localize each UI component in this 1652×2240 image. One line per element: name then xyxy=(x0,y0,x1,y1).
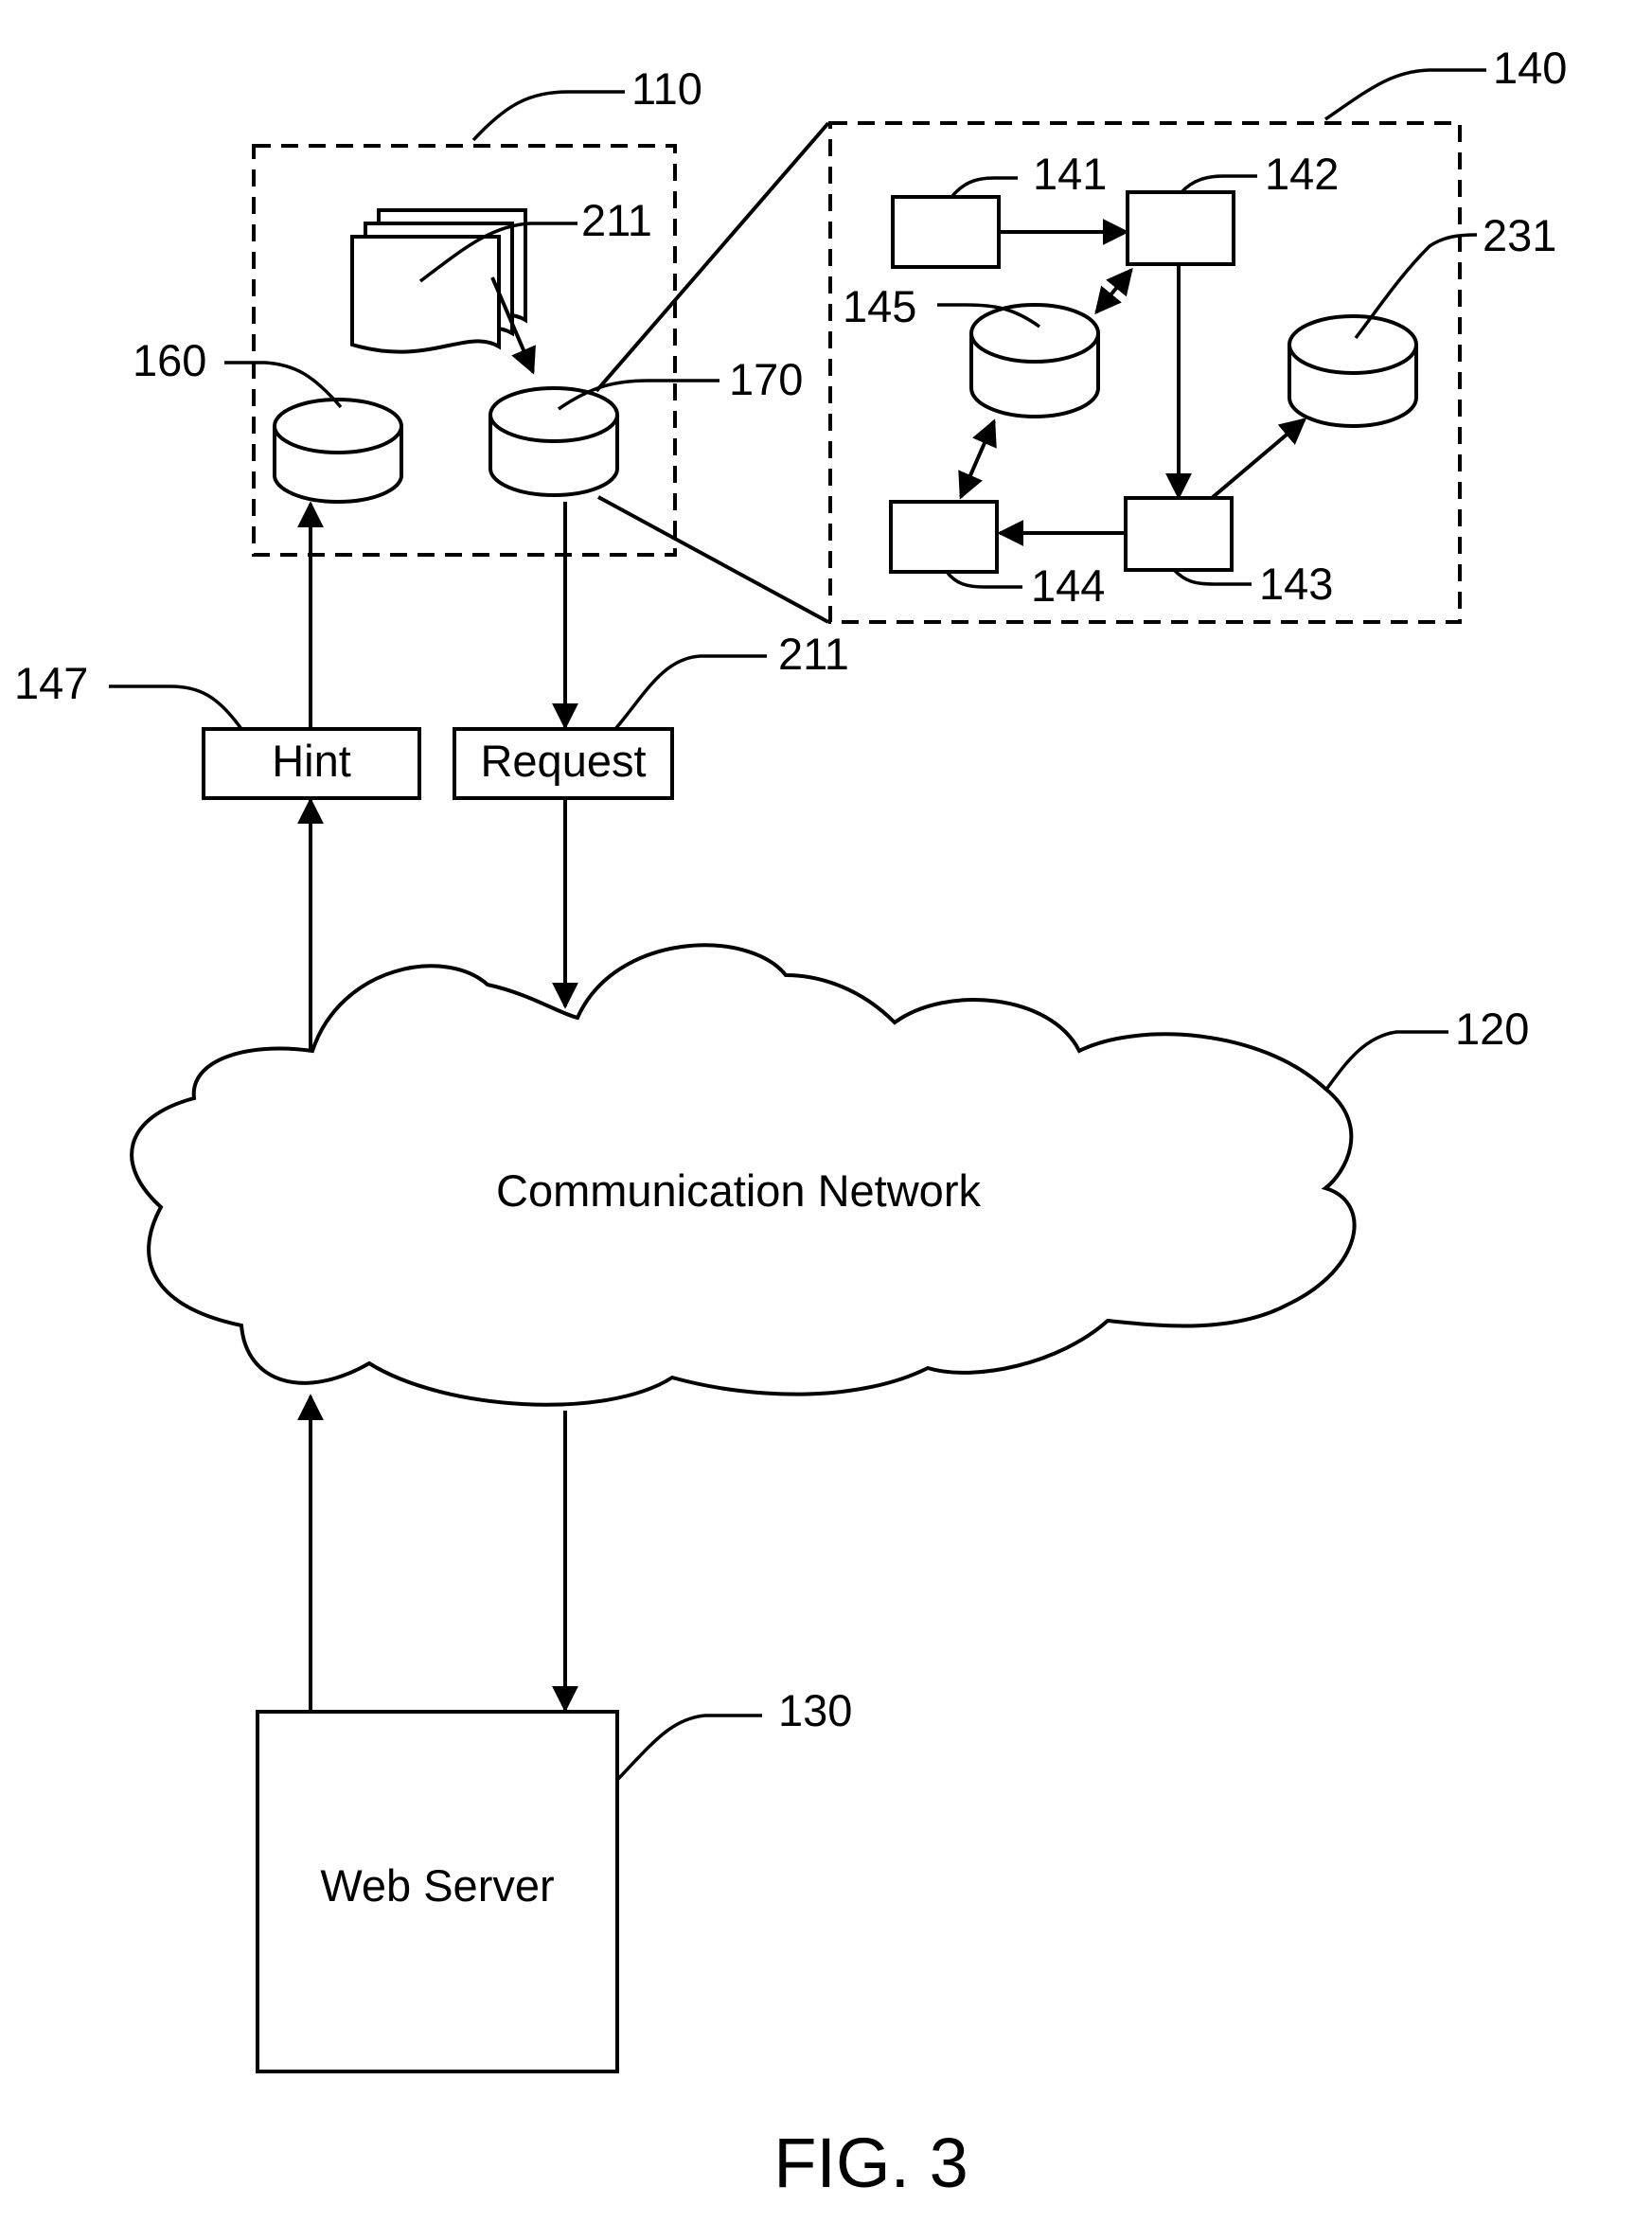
ref-120: 120 xyxy=(1455,1004,1529,1054)
component-143 xyxy=(1126,498,1232,570)
ref-147: 147 xyxy=(14,658,88,708)
leader-141 xyxy=(951,178,1018,197)
ref-144: 144 xyxy=(1031,560,1105,611)
ref-130: 130 xyxy=(778,1685,852,1735)
component-144 xyxy=(891,502,997,572)
component-141 xyxy=(893,197,999,267)
ref-231: 231 xyxy=(1483,210,1556,260)
leader-142 xyxy=(1181,176,1257,192)
ref-211-doc: 211 xyxy=(581,195,652,245)
arrow-143-to-231 xyxy=(1212,419,1305,498)
network-label: Communication Network xyxy=(496,1165,981,1216)
leader-120 xyxy=(1325,1032,1448,1091)
ref-170: 170 xyxy=(729,354,803,404)
leader-144 xyxy=(947,572,1022,587)
ref-211-req: 211 xyxy=(778,629,849,679)
leader-147 xyxy=(109,686,241,729)
ref-143: 143 xyxy=(1259,559,1333,609)
arrow-142-145 xyxy=(1096,270,1131,312)
leader-140 xyxy=(1325,70,1486,119)
request-label: Request xyxy=(480,736,646,786)
ref-140: 140 xyxy=(1493,43,1567,93)
component-142 xyxy=(1128,192,1234,264)
ref-160: 160 xyxy=(133,335,206,385)
ref-141: 141 xyxy=(1033,149,1107,199)
hint-label: Hint xyxy=(272,736,351,786)
ref-110: 110 xyxy=(631,63,702,114)
leader-110 xyxy=(473,92,625,140)
request-cylinder-170 xyxy=(490,388,617,495)
cylinder-231 xyxy=(1289,316,1416,426)
ref-145: 145 xyxy=(843,281,916,331)
leader-143 xyxy=(1174,570,1252,584)
leader-211-req xyxy=(615,656,767,729)
zoom-line-bottom xyxy=(598,497,828,622)
zoom-line-top xyxy=(596,123,828,391)
leader-130 xyxy=(617,1716,762,1780)
arrow-145-144 xyxy=(961,421,994,497)
cache-cylinder-160 xyxy=(275,400,401,502)
figure-caption: FIG. 3 xyxy=(773,2124,968,2202)
web-server-label: Web Server xyxy=(320,1860,554,1911)
ref-142: 142 xyxy=(1265,149,1339,199)
